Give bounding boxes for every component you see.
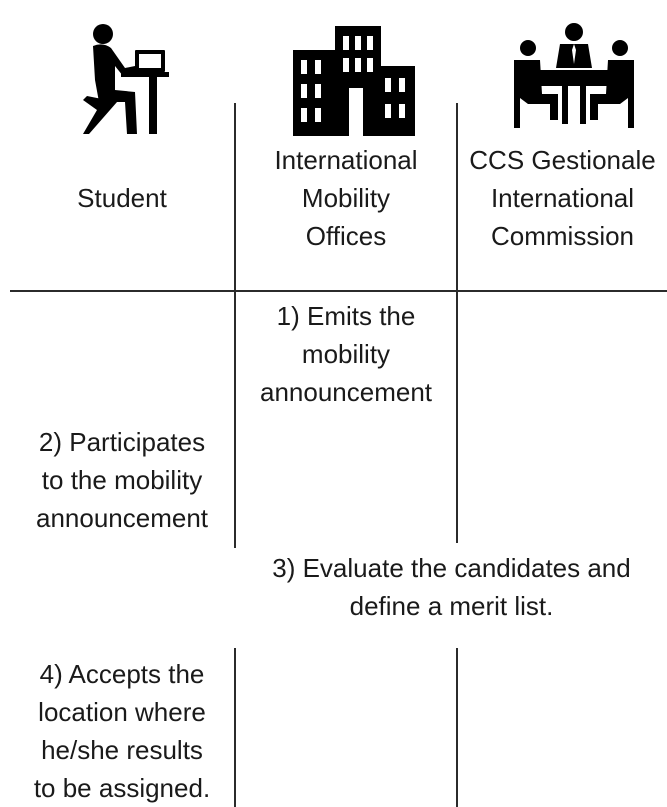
step-4-accepts-location: 4) Accepts the location where he/she res… <box>10 655 234 807</box>
lane-header-offices-line-3: Offices <box>305 221 387 251</box>
step-2-participates: 2) Participates to the mobility announce… <box>10 423 234 537</box>
step-2-line-3: announcement <box>35 503 209 533</box>
lane-header-offices-line-2: Mobility <box>301 183 391 213</box>
divider-vertical-left-bottom <box>234 648 236 807</box>
lane-header-commission: CCS Gestionale International Commission <box>458 141 667 255</box>
lane-header-commission-line-2: International <box>490 183 635 213</box>
lane-header-offices: International Mobility Offices <box>236 141 456 255</box>
lane-header-student: Student <box>10 179 234 217</box>
office-building-icon <box>285 8 423 148</box>
step-1-line-3: announcement <box>259 377 433 407</box>
step-4-line-2: location where <box>38 697 206 727</box>
divider-vertical-right-bottom <box>456 648 458 807</box>
lane-header-offices-line-1: International <box>274 145 418 175</box>
step-4-line-3: he/she results <box>41 735 203 765</box>
step-1-emits-announcement: 1) Emits the mobility announcement <box>236 297 456 411</box>
divider-vertical-right-top <box>456 103 458 543</box>
step-4-line-1: 4) Accepts the <box>39 659 205 689</box>
step-2-line-1: 2) Participates <box>38 427 206 457</box>
step-2-line-2: to the mobility <box>41 465 203 495</box>
student-laptop-icon <box>77 10 170 134</box>
step-1-line-2: mobility <box>301 339 391 369</box>
step-1-line-1: 1) Emits the <box>276 301 416 331</box>
divider-vertical-left-top <box>234 103 236 548</box>
step-3-evaluate-candidates: 3) Evaluate the candidates and define a … <box>236 549 667 625</box>
step-3-line-1: 3) Evaluate the candidates and <box>272 553 631 583</box>
lane-header-student-label: Student <box>77 183 167 213</box>
divider-horizontal-header <box>10 290 667 292</box>
meeting-table-icon <box>510 20 638 132</box>
lane-header-commission-line-3: Commission <box>490 221 635 251</box>
step-3-line-2: define a merit list. <box>349 591 554 621</box>
lane-header-commission-line-1: CCS Gestionale <box>469 145 656 175</box>
step-4-line-4: to be assigned. <box>33 773 211 803</box>
